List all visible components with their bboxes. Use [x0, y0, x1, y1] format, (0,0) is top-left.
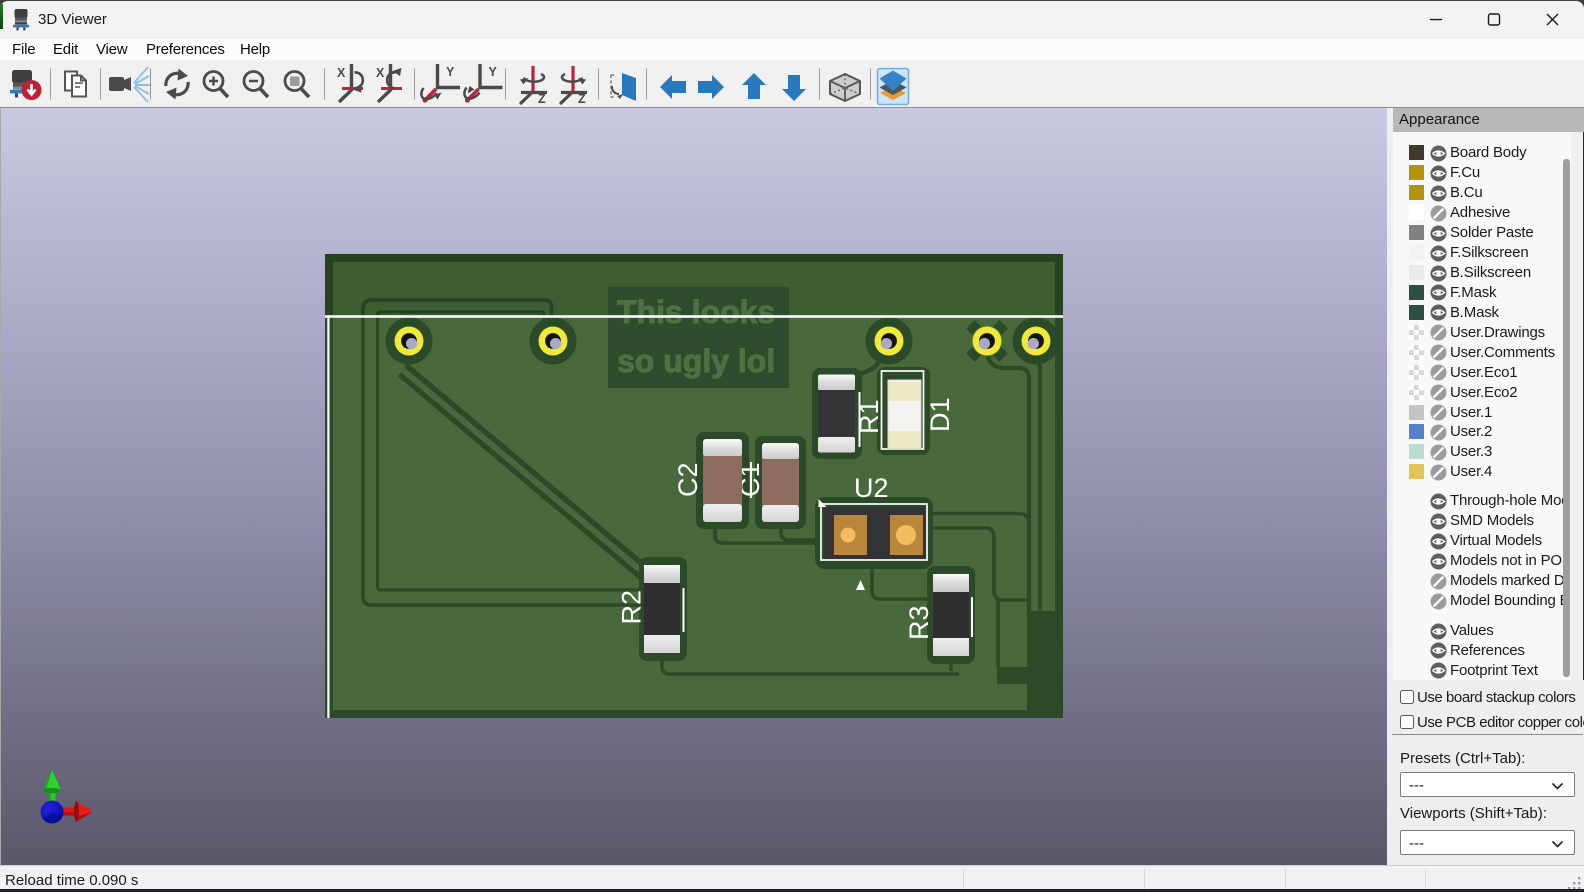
svg-text:so ugly lol: so ugly lol — [617, 343, 775, 379]
svg-text:R3: R3 — [904, 605, 934, 640]
svg-text:Y: Y — [489, 65, 498, 79]
svg-text:X: X — [376, 66, 385, 80]
svg-text:R2: R2 — [617, 590, 647, 625]
svg-text:Z: Z — [538, 92, 546, 106]
svg-text:X: X — [337, 66, 346, 80]
svg-text:C2: C2 — [673, 462, 703, 497]
svg-text:U2: U2 — [854, 473, 889, 503]
svg-text:Y: Y — [446, 65, 455, 79]
svg-text:This looks: This looks — [617, 294, 775, 330]
svg-text:D1: D1 — [925, 397, 955, 432]
svg-text:Z: Z — [578, 92, 586, 106]
svg-text:R1: R1 — [854, 399, 884, 434]
